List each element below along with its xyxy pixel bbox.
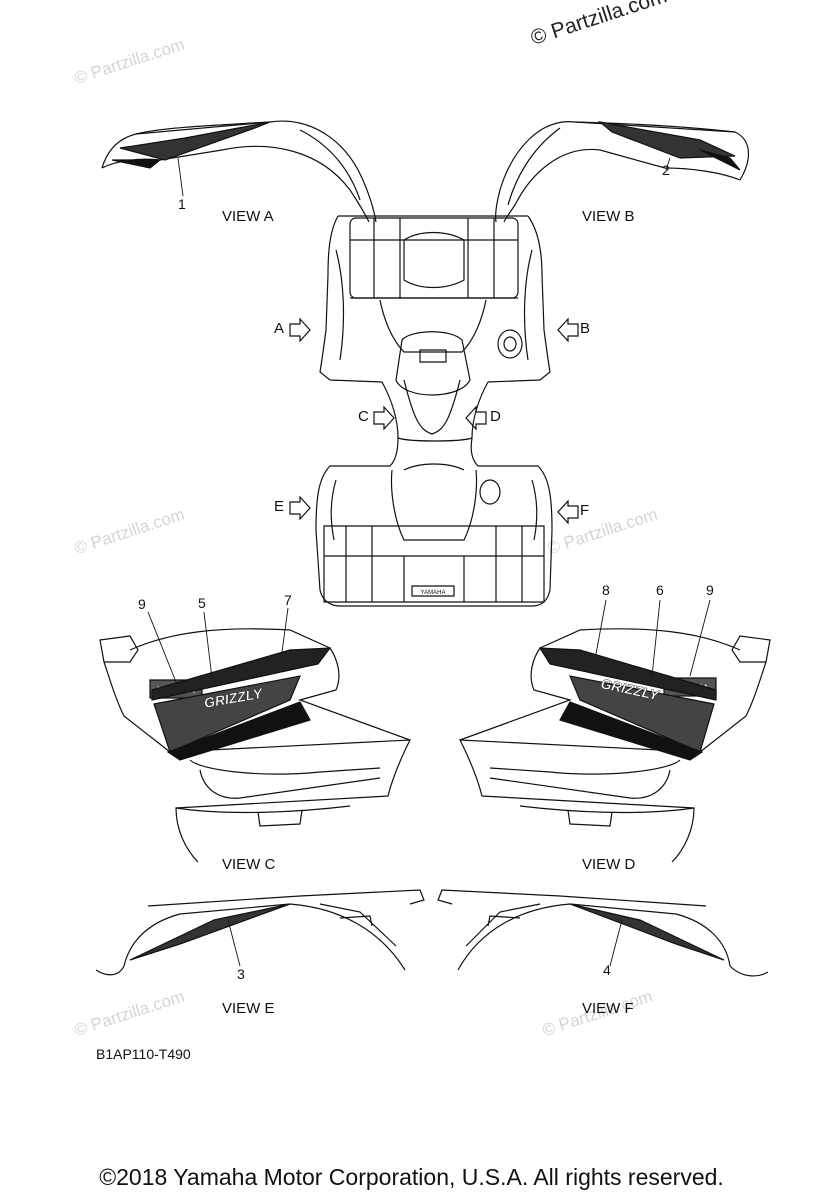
arrow-e-icon	[290, 497, 310, 519]
callout-2: 2	[662, 162, 670, 178]
rear-rack-brand: YAMAHA	[421, 590, 446, 596]
callout-1: 1	[178, 196, 186, 212]
callout-9-left: 9	[138, 596, 146, 612]
arrow-c-label: C	[358, 408, 369, 425]
callout-6: 6	[656, 582, 664, 598]
arrow-b-label: B	[580, 320, 591, 337]
callout-4: 4	[603, 962, 611, 978]
view-c-label: VIEW C	[222, 856, 276, 873]
callout-9-right: 9	[706, 582, 714, 598]
arrow-f-icon	[558, 501, 578, 523]
view-d-label: VIEW D	[582, 856, 636, 873]
arrow-f-label: F	[580, 502, 590, 519]
arrow-c-icon	[374, 407, 394, 429]
arrow-b-icon	[558, 319, 578, 341]
callout-7: 7	[284, 592, 292, 608]
view-f-label: VIEW F	[582, 1000, 634, 1017]
view-a-fender	[102, 121, 376, 222]
callout-leaders	[148, 158, 710, 966]
callout-8: 8	[602, 582, 610, 598]
arrow-e-label: E	[274, 498, 285, 515]
arrow-d-label: D	[490, 408, 501, 425]
view-b-label: VIEW B	[582, 208, 635, 225]
callout-3: 3	[237, 966, 245, 982]
view-c-side-panel: YAMAHA GRIZZLY	[100, 629, 410, 862]
view-f-rear-fender	[438, 890, 768, 976]
callout-5: 5	[198, 595, 206, 611]
arrow-d-icon	[466, 407, 486, 429]
view-b-fender	[496, 122, 749, 222]
footer-copyright: ©2018 Yamaha Motor Corporation, U.S.A. A…	[99, 1164, 724, 1190]
arrow-a-icon	[290, 319, 310, 341]
view-e-label: VIEW E	[222, 1000, 275, 1017]
diagram-code: B1AP110-T490	[96, 1046, 191, 1062]
view-a-label: VIEW A	[222, 208, 274, 225]
view-e-rear-fender	[96, 890, 424, 975]
atv-rear-section: YAMAHA	[316, 438, 552, 606]
view-d-side-panel: YAMAHA GRIZZLY	[460, 629, 770, 862]
atv-front-section	[320, 216, 550, 441]
arrow-a-label: A	[274, 320, 285, 337]
